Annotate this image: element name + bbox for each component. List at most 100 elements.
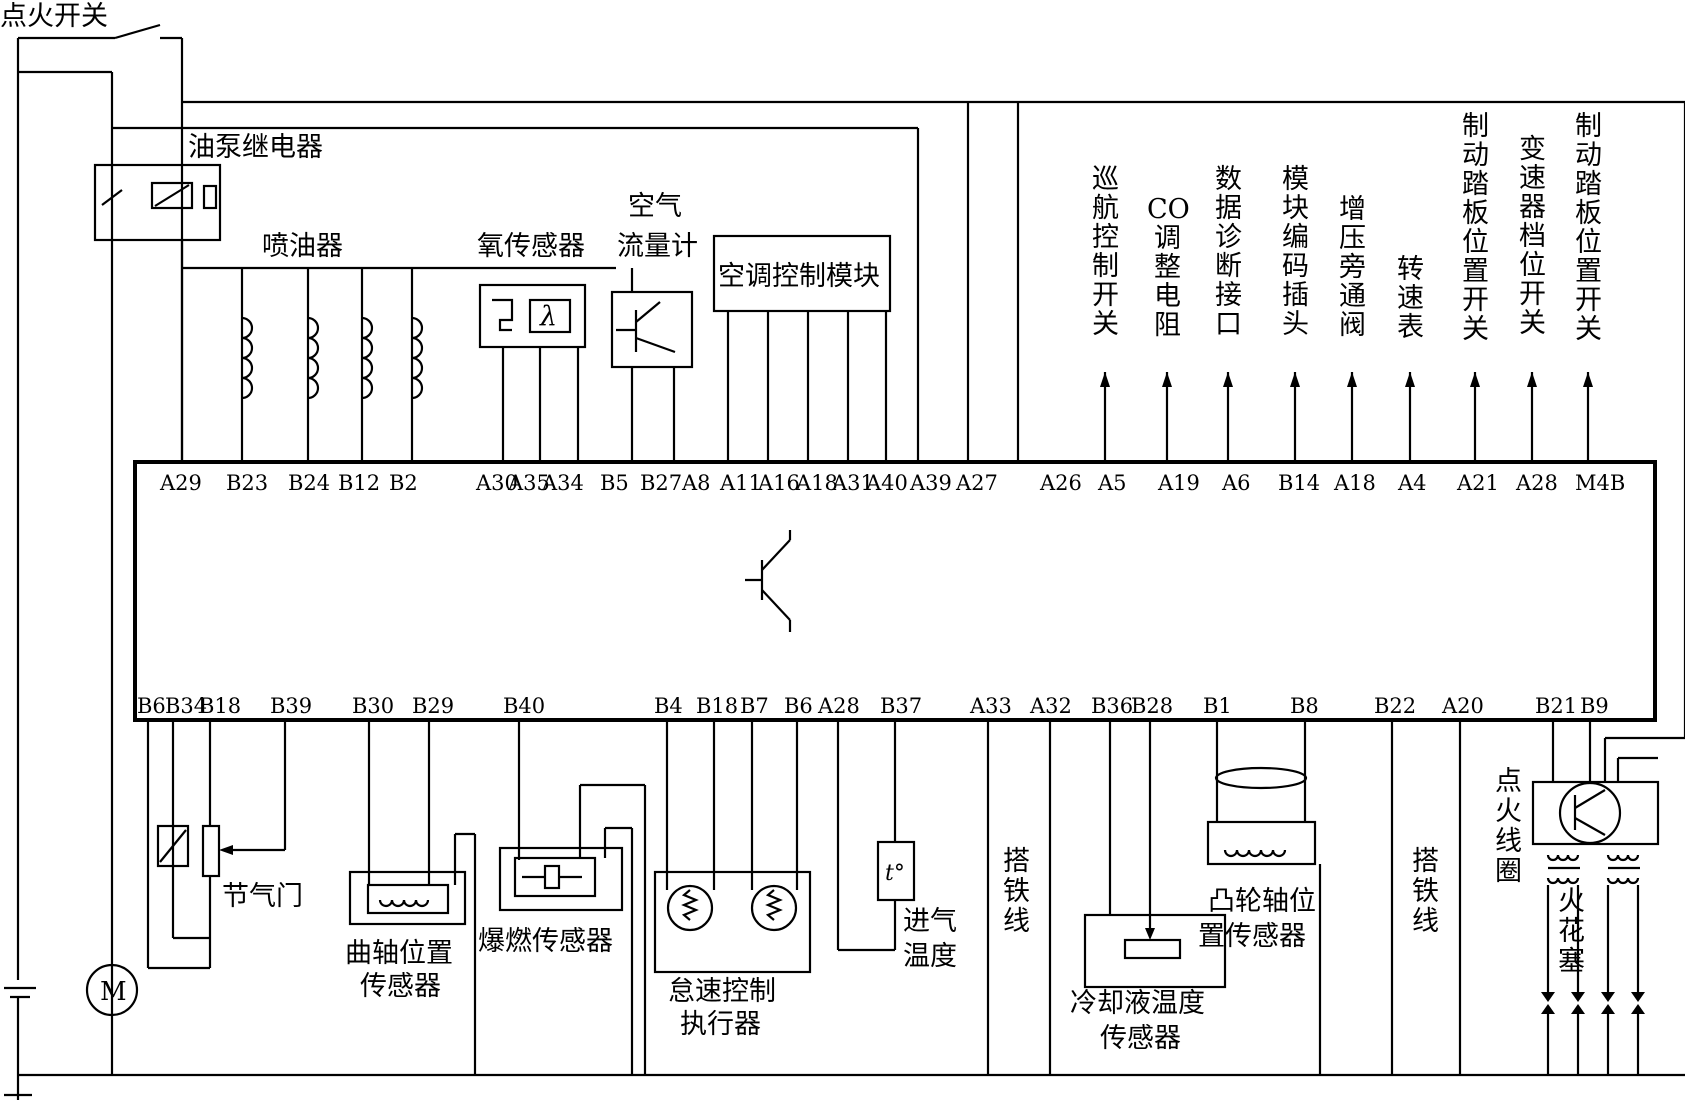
ecu-pin-top: B27 (640, 471, 682, 495)
output-label: 巡航控制开关 (1092, 164, 1119, 340)
ecu-pin-top: B24 (288, 471, 330, 495)
relay-coil (150, 181, 194, 210)
ignition-coil-box (1531, 780, 1660, 846)
lambda-symbol: λ (539, 301, 557, 332)
ecu-pin-top: B23 (226, 471, 268, 495)
spark-plug-label: 火花塞 (1558, 886, 1585, 977)
idle-label-1: 怠速控制 (668, 976, 776, 1007)
fuel-pump-relay-box (93, 163, 222, 242)
crank-label-2: 传感器 (360, 971, 441, 1002)
ecu-pin-bottom: B22 (1374, 694, 1416, 718)
ecu-pin-top: A19 (1157, 471, 1200, 495)
ecu-pin-bottom: B8 (1290, 694, 1319, 718)
ecu-box (133, 460, 1657, 722)
ecu-pin-bottom: A32 (1029, 694, 1072, 718)
throttle-switch (156, 824, 190, 868)
motor-label: M (100, 977, 127, 1007)
ecu-pin-top: B12 (338, 471, 380, 495)
ecu-pin-top: A18 (1333, 471, 1376, 495)
ecu-pin-bottom: B21 (1535, 694, 1577, 718)
relay-contact (101, 189, 123, 206)
ecu-pin-bottom: B18 (199, 694, 241, 718)
injector-label: 喷油器 (262, 231, 343, 262)
output-label: 模块编码插头 (1282, 164, 1309, 340)
ecu-pin-top: A35 (507, 471, 550, 495)
ecu-pin-top: A18 (795, 471, 838, 495)
output-arrows (1103, 372, 1590, 462)
arrow-heads (1100, 372, 1593, 387)
ignition-transistor-icon (1558, 781, 1622, 845)
ecu-pin-bottom: A28 (817, 694, 860, 718)
cam-sensor-box (1206, 820, 1317, 866)
fuel-pump-motor (85, 963, 139, 1017)
ecu-pin-top: B2 (389, 471, 418, 495)
spark-plug-gaps (1541, 992, 1645, 1014)
ecu-pin-bottom: A33 (969, 694, 1012, 718)
ecu-pin-bottom: B18 (696, 694, 738, 718)
ecu-pin-bottom: B4 (654, 694, 683, 718)
ecu-pin-bottom: B37 (880, 694, 922, 718)
ecu-pin-bottom: B9 (1580, 694, 1609, 718)
injector-coils (240, 268, 424, 462)
ecu-pin-bottom: B28 (1131, 694, 1173, 718)
ecu-pin-bottom: B36 (1091, 694, 1133, 718)
ecu-transistor-icon (745, 530, 792, 632)
output-label: 制动踏板位置开关 (1575, 111, 1602, 345)
ecu-pin-top: M4B (1575, 471, 1625, 495)
cam-label-2: 置传感器 (1198, 921, 1306, 952)
ecu-pin-top: A8 (681, 471, 711, 495)
fuel-pump-relay-label: 油泵继电器 (188, 132, 323, 163)
ecu-pin-top: A31 (831, 471, 874, 495)
ecu-pin-bottom: B7 (740, 694, 769, 718)
ecu-pin-top: A21 (1456, 471, 1499, 495)
ecu-pin-top: A5 (1097, 471, 1127, 495)
throttle-label: 节气门 (222, 881, 303, 912)
knock-sensor-box (498, 846, 624, 912)
ecu-pin-top: A16 (757, 471, 800, 495)
ignition-switch-blade (114, 23, 161, 40)
cam-label-1: 凸轮轴位 (1208, 886, 1316, 917)
output-label: 转速表 (1397, 254, 1424, 343)
idle-actuator-box (653, 870, 812, 974)
ecu-pin-top: A11 (719, 471, 762, 495)
maf-sensor-box (610, 290, 694, 369)
output-label: 变速器档位开关 (1519, 134, 1546, 339)
ecu-pin-bottom: B34 (165, 694, 207, 718)
ecu-pin-top: A6 (1221, 471, 1251, 495)
ecu-pin-bottom: A20 (1441, 694, 1484, 718)
oxygen-sensor-label: 氧传感器 (477, 231, 585, 262)
ecu-pin-bottom: B40 (503, 694, 545, 718)
throttle-pot (201, 824, 221, 878)
output-label: 增压旁通阀 (1339, 194, 1366, 341)
output-label: 数据诊断接口 (1215, 164, 1242, 340)
ecu-pin-top: A27 (955, 471, 998, 495)
ecu-pin-top: A34 (541, 471, 584, 495)
iat-label-2: 温度 (903, 941, 957, 972)
iat-label-1: 进气 (903, 906, 957, 937)
ecu-pin-top: A30 (475, 471, 518, 495)
iat-symbol: t° (885, 861, 905, 886)
ecu-pin-top: A39 (909, 471, 952, 495)
ecu-pin-bottom: B30 (352, 694, 394, 718)
ecu-pin-bottom: B29 (412, 694, 454, 718)
idle-label-2: 执行器 (680, 1009, 761, 1040)
ecu-pin-bottom: B6 (137, 694, 166, 718)
ecu-pin-top: B14 (1278, 471, 1320, 495)
ground-label-2: 搭铁线 (1412, 846, 1439, 937)
crank-sensor-box (348, 870, 467, 926)
ecu-pin-top: A4 (1397, 471, 1427, 495)
crank-label-1: 曲轴位置 (345, 938, 453, 969)
ground-label-1: 搭铁线 (1003, 846, 1030, 937)
coolant-label-2: 传感器 (1100, 1023, 1181, 1054)
oxygen-sensor-box (478, 283, 587, 349)
coolant-label-1: 冷却液温度 (1070, 988, 1205, 1019)
coolant-sensor-box (1083, 913, 1227, 989)
ecu-pin-top: A28 (1515, 471, 1558, 495)
knock-sensor-label: 爆燃传感器 (478, 926, 613, 957)
